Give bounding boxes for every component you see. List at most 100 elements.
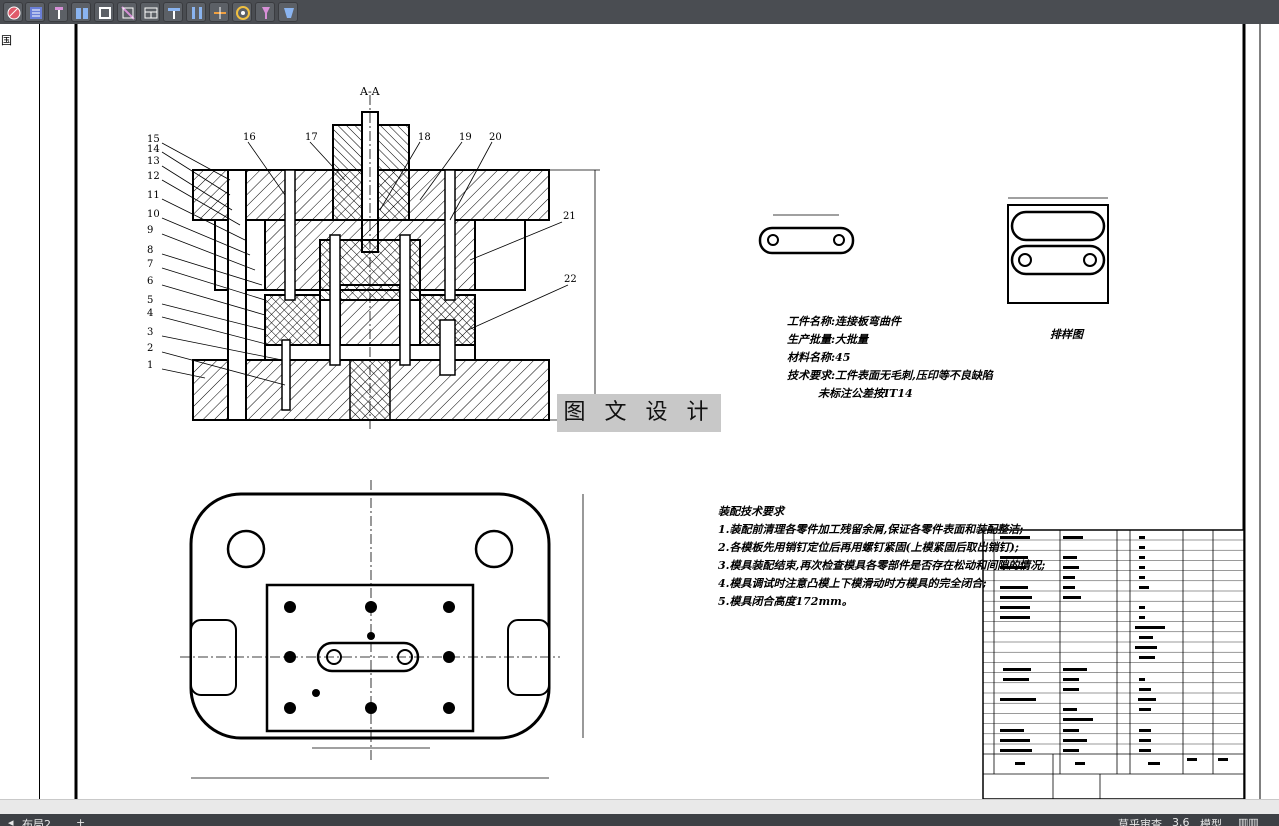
title-block-text-mark: [1000, 586, 1028, 589]
title-block-text-mark: [1139, 729, 1151, 732]
title-block-text-mark: [1000, 729, 1024, 732]
nut-icon[interactable]: [94, 2, 114, 22]
double-bar-icon[interactable]: [186, 2, 206, 22]
part-tech-1: 技术要求:工件表面无毛刺,压印等不良缺陷: [787, 369, 993, 382]
title-block-text-mark: [1000, 566, 1026, 569]
part-number: 10: [147, 209, 160, 220]
part-number: 4: [147, 308, 154, 319]
strip-layout-label: 排样图: [1050, 328, 1083, 341]
title-block-text-mark: [1063, 576, 1075, 579]
title-block-text-mark: [1063, 739, 1087, 742]
part-number: 8: [147, 245, 154, 256]
grid-icon[interactable]: ▥▥: [1238, 816, 1259, 826]
pin-icon[interactable]: [255, 2, 275, 22]
toolbar: [0, 0, 1279, 24]
assembly-item: 4.模具调试时注意凸模上下模滑动时方模具的完全闭合;: [718, 577, 987, 590]
part-number: 1: [147, 360, 154, 371]
title-block-text-mark: [1063, 708, 1077, 711]
title-block-text-mark: [1139, 678, 1145, 681]
title-block-text-mark: [1187, 758, 1197, 761]
title-block-text-mark: [1139, 749, 1151, 752]
tab-arrow-icon[interactable]: ◂: [8, 816, 14, 826]
assembly-item: 1.装配前清理各零件加工残留余屑,保证各零件表面和装配整洁;: [718, 523, 1024, 536]
part-number: 13: [147, 156, 160, 167]
title-block-text-mark: [1000, 606, 1030, 609]
title-block-text-mark: [1003, 678, 1029, 681]
status-annotation[interactable]: 草乎审査: [1118, 818, 1162, 826]
part-number: 6: [147, 276, 154, 287]
part-number: 22: [564, 274, 577, 285]
title-block-text-mark: [1075, 762, 1085, 765]
title-block-text-mark: [1000, 749, 1032, 752]
cutter-icon[interactable]: [278, 2, 298, 22]
part-number: 2: [147, 343, 154, 354]
status-model[interactable]: 模型: [1200, 818, 1222, 826]
title-block-text-mark: [1063, 749, 1079, 752]
title-block-text-mark: [1139, 656, 1155, 659]
title-block-text-mark: [1003, 668, 1031, 671]
title-block-text-mark: [1000, 556, 1028, 559]
title-block-text-mark: [1148, 762, 1160, 765]
part-number: 15: [147, 134, 160, 145]
part-number: 7: [147, 259, 154, 270]
part-number: 14: [147, 144, 160, 155]
title-block-text-mark: [1063, 556, 1077, 559]
cad-drawing: [74, 24, 1261, 799]
beam-icon[interactable]: [163, 2, 183, 22]
title-block-text-mark: [1139, 566, 1145, 569]
part-number: 19: [459, 132, 472, 143]
part-number: 16: [243, 132, 256, 143]
title-block-text-mark: [1138, 698, 1156, 701]
part-number: 20: [489, 132, 502, 143]
watermark: 图 文 设 计: [557, 394, 721, 432]
part-number: 12: [147, 171, 160, 182]
slash-diagonal-icon[interactable]: [117, 2, 137, 22]
list-lines-icon[interactable]: [25, 2, 45, 22]
title-block-text-mark: [1218, 758, 1228, 761]
tab-layout2[interactable]: 布局2: [22, 818, 51, 826]
part-name: 工件名称:连接板弯曲件: [787, 315, 902, 328]
target-circle-icon[interactable]: [232, 2, 252, 22]
title-block-text-mark: [1139, 708, 1151, 711]
add-tab-icon[interactable]: +: [76, 816, 86, 826]
assembly-item: 2.各模板先用销钉定位后再用螺钉紧固(上模紧固后取出销钉);: [718, 541, 1019, 554]
table-rows-icon[interactable]: [140, 2, 160, 22]
title-block-text-mark: [1139, 739, 1151, 742]
assembly-item: 3.模具装配结束,再次检查模具各零部件是否存在松动和间隙的情况;: [718, 559, 1046, 572]
title-block-text-mark: [1000, 536, 1030, 539]
title-block-text-mark: [1139, 556, 1145, 559]
part-number: 21: [563, 211, 576, 222]
title-block-text-mark: [1063, 566, 1079, 569]
title-block-text-mark: [1063, 688, 1079, 691]
title-block-text-mark: [1063, 668, 1087, 671]
title-block-text-mark: [1139, 536, 1145, 539]
title-block-text-mark: [1000, 739, 1030, 742]
title-block-text-mark: [1063, 536, 1083, 539]
part-number: 9: [147, 225, 154, 236]
title-block-text-mark: [1139, 576, 1145, 579]
title-block-text-mark: [1139, 586, 1149, 589]
dimension-cross-icon[interactable]: [209, 2, 229, 22]
title-block-text-mark: [1000, 616, 1030, 619]
side-label: 国: [1, 34, 12, 47]
title-block-text-mark: [1139, 546, 1145, 549]
title-block-text-mark: [1015, 762, 1025, 765]
bolt-pair-icon[interactable]: [71, 2, 91, 22]
circle-hatch-icon[interactable]: [3, 2, 23, 22]
title-block-text-mark: [1063, 718, 1093, 721]
title-block-text-mark: [1000, 698, 1036, 701]
title-block-text-mark: [1000, 596, 1032, 599]
left-palette: [0, 24, 40, 799]
title-block-text-mark: [1063, 586, 1075, 589]
status-bar: [0, 814, 1279, 826]
title-block-text-mark: [1135, 646, 1157, 649]
title-block-text-mark: [1063, 596, 1081, 599]
part-number: 17: [305, 132, 318, 143]
title-block-text-mark: [1139, 616, 1145, 619]
title-block-text-mark: [1139, 606, 1145, 609]
status-scale[interactable]: 3.6: [1172, 816, 1190, 826]
screw-icon[interactable]: [48, 2, 68, 22]
title-block-text-mark: [1139, 688, 1151, 691]
part-batch: 生产批量:大批量: [787, 333, 869, 346]
